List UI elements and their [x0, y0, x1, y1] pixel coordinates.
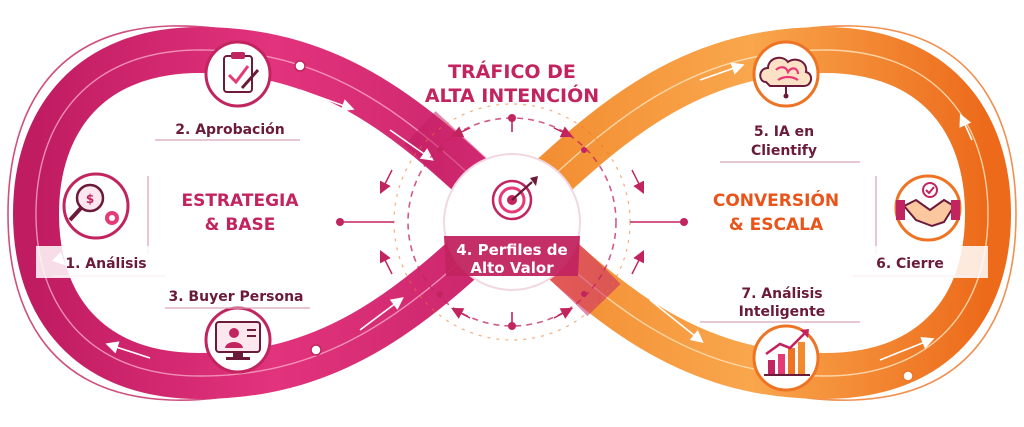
step1-label: 1. Análisis	[65, 256, 146, 272]
connector-dots	[336, 114, 688, 330]
step5-label-line1: 5. IA en	[754, 124, 814, 140]
step6-label-band	[850, 246, 988, 278]
step2-label: 2. Aprobación	[175, 122, 284, 138]
clipboard-check-icon	[223, 52, 260, 93]
step1-label-band	[36, 246, 186, 278]
target-icon	[491, 176, 538, 221]
step7-label-line2: Inteligente	[739, 304, 826, 320]
left-loop-band	[12, 26, 535, 400]
right-title-line2: & ESCALA	[729, 215, 824, 235]
step5-label-line2: Clientify	[751, 143, 817, 159]
magnifier-gears-icon: $	[68, 183, 119, 225]
step7-label-line1: 7. Análisis	[741, 286, 822, 302]
top-title-line2: ALTA INTENCIÓN	[425, 83, 599, 107]
step5-node	[752, 40, 820, 108]
step2-node	[204, 40, 272, 108]
top-title-line1: TRÁFICO DE	[448, 60, 576, 83]
step3-node	[204, 306, 272, 374]
step6-node	[894, 174, 962, 242]
svg-text:$: $	[86, 192, 94, 206]
right-title-line1: CONVERSIÓN	[713, 189, 839, 211]
brain-cloud-icon	[759, 56, 812, 99]
growth-chart-icon	[764, 329, 810, 376]
center-arrows	[379, 126, 645, 319]
right-loop-band	[489, 26, 1012, 400]
band-arrows	[51, 62, 973, 361]
step3-label: 3. Buyer Persona	[169, 289, 304, 305]
monitor-user-icon	[215, 321, 261, 360]
center-label-line2: Alto Valor	[470, 259, 554, 277]
step6-label: 6. Cierre	[876, 256, 944, 272]
handshake-icon	[896, 182, 960, 228]
step7-node	[752, 324, 820, 392]
center-label-line1: 4. Perfiles de	[456, 241, 567, 259]
left-title-line1: ESTRATEGIA	[181, 191, 299, 211]
center-hub	[443, 153, 581, 291]
step1-node: $	[62, 172, 130, 240]
left-title-line2: & BASE	[205, 215, 276, 235]
